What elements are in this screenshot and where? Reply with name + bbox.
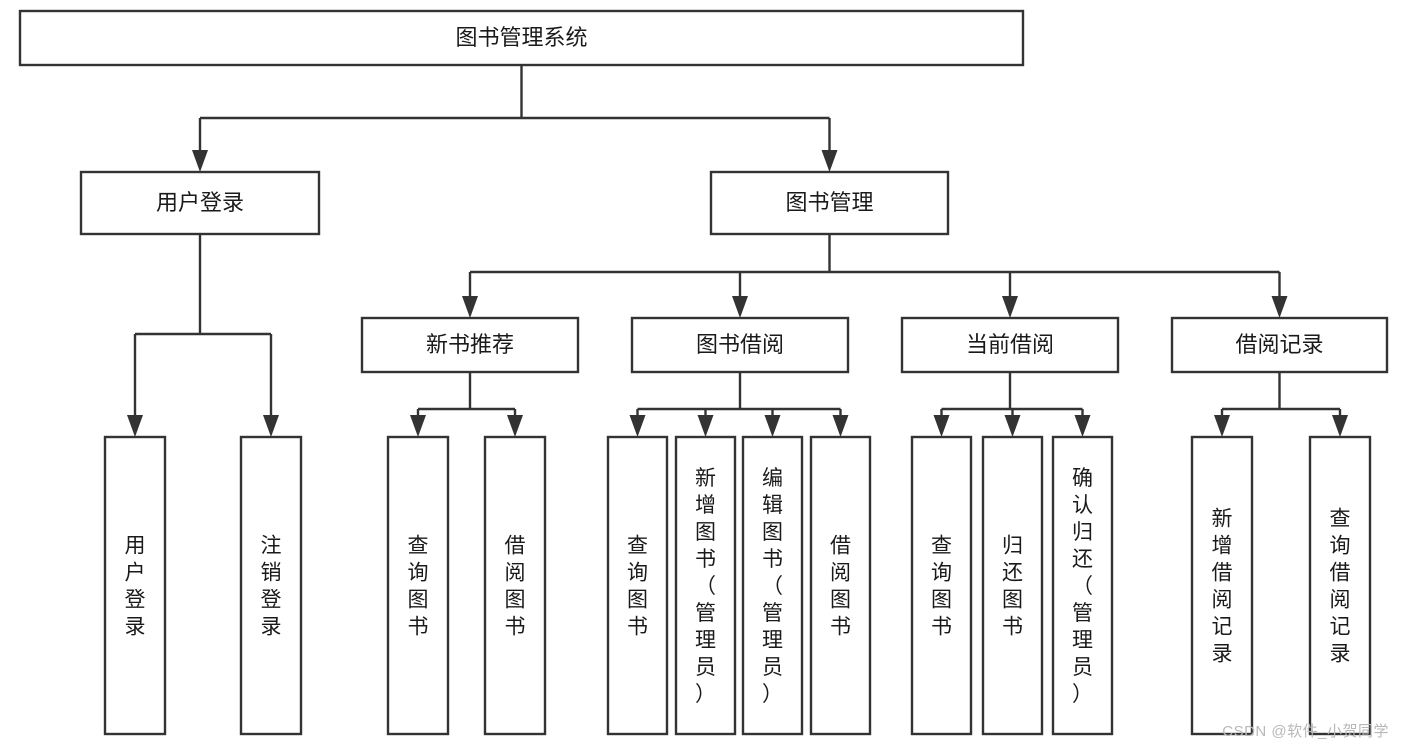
leaf-node-label: 查询图书 (931, 535, 952, 639)
leaf-node-label: 新增借阅记录 (1212, 508, 1233, 666)
node-box (1170, 316, 1389, 374)
leaf-node-查询图书-2[interactable]: 查询图书 (386, 435, 450, 736)
node-box (674, 435, 737, 736)
node-current-borrow-label: 当前借阅 (966, 332, 1054, 357)
leaf-node-确认归还管理员-10[interactable]: 确认归还（管理员） (1051, 435, 1114, 736)
node-box (809, 435, 872, 736)
arrow-head (933, 415, 950, 437)
arrow-head (1271, 296, 1288, 318)
node-root-label: 图书管理系统 (455, 25, 587, 50)
arrow-head (192, 150, 208, 172)
node-book-borrow[interactable]: 图书借阅 (630, 316, 850, 374)
arrow-head (263, 415, 279, 437)
node-current-borrow[interactable]: 当前借阅 (900, 316, 1120, 374)
leaf-node-归还图书-9[interactable]: 归还图书 (981, 435, 1044, 736)
node-book-manage-label: 图书管理 (785, 190, 873, 215)
leaf-node-label: 查询借阅记录 (1330, 508, 1351, 666)
leaf-node-label: 编辑图书（管理员） (762, 467, 783, 706)
node-new-book-recommend-label: 新书推荐 (426, 332, 514, 357)
node-box (1308, 435, 1372, 736)
leaf-node-label: 注销登录 (261, 535, 282, 639)
leaf-node-用户登录-0[interactable]: 用户登录 (103, 435, 167, 736)
arrow-head (462, 296, 478, 318)
leaf-node-label: 查询图书 (627, 535, 648, 639)
csdn-watermark: CSDN @软件_小贺同学 (1222, 723, 1389, 740)
node-box (483, 435, 547, 736)
arrow-head (1004, 415, 1021, 437)
node-box (18, 9, 1025, 67)
node-box (386, 435, 450, 736)
arrow-head (127, 415, 143, 437)
arrow-head (1002, 296, 1018, 318)
leaf-node-借阅图书-7[interactable]: 借阅图书 (809, 435, 872, 736)
node-new-book-recommend[interactable]: 新书推荐 (360, 316, 580, 374)
leaf-node-查询借阅记录-12[interactable]: 查询借阅记录 (1308, 435, 1372, 736)
node-borrow-record-label: 借阅记录 (1235, 332, 1323, 357)
node-box (900, 316, 1120, 374)
node-borrow-record[interactable]: 借阅记录 (1170, 316, 1389, 374)
leaf-node-label: 借阅图书 (505, 535, 526, 639)
arrow-head (832, 415, 849, 437)
node-box (606, 435, 669, 736)
leaf-node-注销登录-1[interactable]: 注销登录 (239, 435, 303, 736)
arrow-head (1214, 415, 1230, 437)
node-layer: 图书管理系统用户登录图书管理新书推荐图书借阅当前借阅借阅记录用户登录注销登录查询… (18, 9, 1389, 736)
leaf-node-新增图书管理员-5[interactable]: 新增图书（管理员） (674, 435, 737, 736)
node-box (1190, 435, 1254, 736)
node-book-borrow-label: 图书借阅 (696, 332, 784, 357)
node-box (103, 435, 167, 736)
arrow-head (629, 415, 646, 437)
node-box (709, 170, 950, 236)
node-box (910, 435, 973, 736)
arrow-head (697, 415, 714, 437)
leaf-node-查询图书-4[interactable]: 查询图书 (606, 435, 669, 736)
arrow-head (732, 296, 748, 318)
node-box (741, 435, 804, 736)
leaf-node-label: 新增图书（管理员） (695, 467, 716, 706)
node-box (360, 316, 580, 374)
arrow-head (410, 415, 426, 437)
leaf-node-label: 归还图书 (1002, 535, 1023, 639)
arrow-head (821, 150, 838, 172)
node-box (239, 435, 303, 736)
node-user-login[interactable]: 用户登录 (79, 170, 321, 236)
leaf-node-label: 借阅图书 (830, 535, 851, 639)
arrow-head (507, 415, 523, 437)
arrow-head (764, 415, 781, 437)
arrow-head (1074, 415, 1091, 437)
leaf-node-借阅图书-3[interactable]: 借阅图书 (483, 435, 547, 736)
leaf-node-label: 确认归还（管理员） (1072, 467, 1093, 706)
leaf-node-新增借阅记录-11[interactable]: 新增借阅记录 (1190, 435, 1254, 736)
node-book-manage[interactable]: 图书管理 (709, 170, 950, 236)
node-box (630, 316, 850, 374)
leaf-node-label: 用户登录 (125, 535, 146, 639)
node-user-login-label: 用户登录 (156, 190, 244, 215)
leaf-node-编辑图书管理员-6[interactable]: 编辑图书（管理员） (741, 435, 804, 736)
node-box (1051, 435, 1114, 736)
node-root[interactable]: 图书管理系统 (18, 9, 1025, 67)
leaf-node-label: 查询图书 (408, 535, 429, 639)
arrow-head (1332, 415, 1348, 437)
leaf-node-查询图书-8[interactable]: 查询图书 (910, 435, 973, 736)
node-box (981, 435, 1044, 736)
node-box (79, 170, 321, 236)
connector-layer (127, 65, 1348, 437)
